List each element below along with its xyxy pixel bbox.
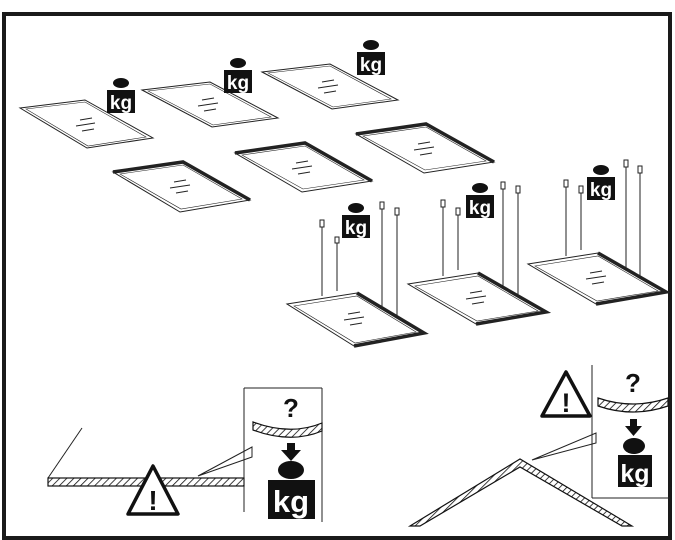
detail-box-right: ? kg <box>591 365 670 499</box>
question-mark-icon: ? <box>283 393 299 423</box>
weight-icon-4: kg <box>342 203 370 239</box>
callout-pointer <box>531 432 597 461</box>
weight-label: kg <box>110 93 132 114</box>
light-panel-3 <box>260 63 400 110</box>
suspended-panel-2 <box>406 181 552 326</box>
flat-surface-section: ! ? kg <box>47 387 323 522</box>
light-panel-2 <box>140 81 280 128</box>
light-panel-1 <box>18 99 155 149</box>
panel-row-1 <box>18 63 400 149</box>
peaked-surface <box>407 458 635 527</box>
warning-symbol: ! <box>562 388 571 418</box>
framed-panel-3 <box>354 122 496 174</box>
weight-icon-5: kg <box>466 183 494 219</box>
weight-label: kg <box>360 55 382 76</box>
framed-panel-2 <box>233 141 374 193</box>
weight-icon-6: kg <box>587 165 615 201</box>
suspended-panel-1 <box>285 201 429 348</box>
sagging-surface <box>597 397 669 413</box>
arrow-down-icon <box>281 443 301 461</box>
panel-row-3 <box>285 159 672 348</box>
panel-row-2 <box>111 122 496 213</box>
weight-label: kg <box>227 73 249 94</box>
warning-symbol: ! <box>148 485 157 516</box>
weight-label: kg <box>620 460 649 488</box>
suspended-panel-3 <box>526 159 672 306</box>
arrow-down-icon <box>625 419 642 436</box>
weight-label: kg <box>273 484 309 519</box>
peaked-surface-section: ! ? kg <box>407 365 670 527</box>
warning-icon: ! <box>126 464 180 516</box>
weight-icon-3: kg <box>357 40 385 76</box>
framed-panel-1 <box>111 160 252 213</box>
weight-label: kg <box>469 198 491 219</box>
callout-pointer <box>197 446 253 477</box>
outer-frame <box>2 12 672 540</box>
weight-label: kg <box>345 218 367 239</box>
warning-icon: ! <box>540 370 592 418</box>
weight-label: kg <box>590 180 612 201</box>
sagging-surface <box>252 421 323 438</box>
weight-icon-2: kg <box>224 58 252 94</box>
weight-icon-1: kg <box>107 78 135 114</box>
question-mark-icon: ? <box>625 368 641 398</box>
detail-box-left: ? kg <box>243 387 323 522</box>
